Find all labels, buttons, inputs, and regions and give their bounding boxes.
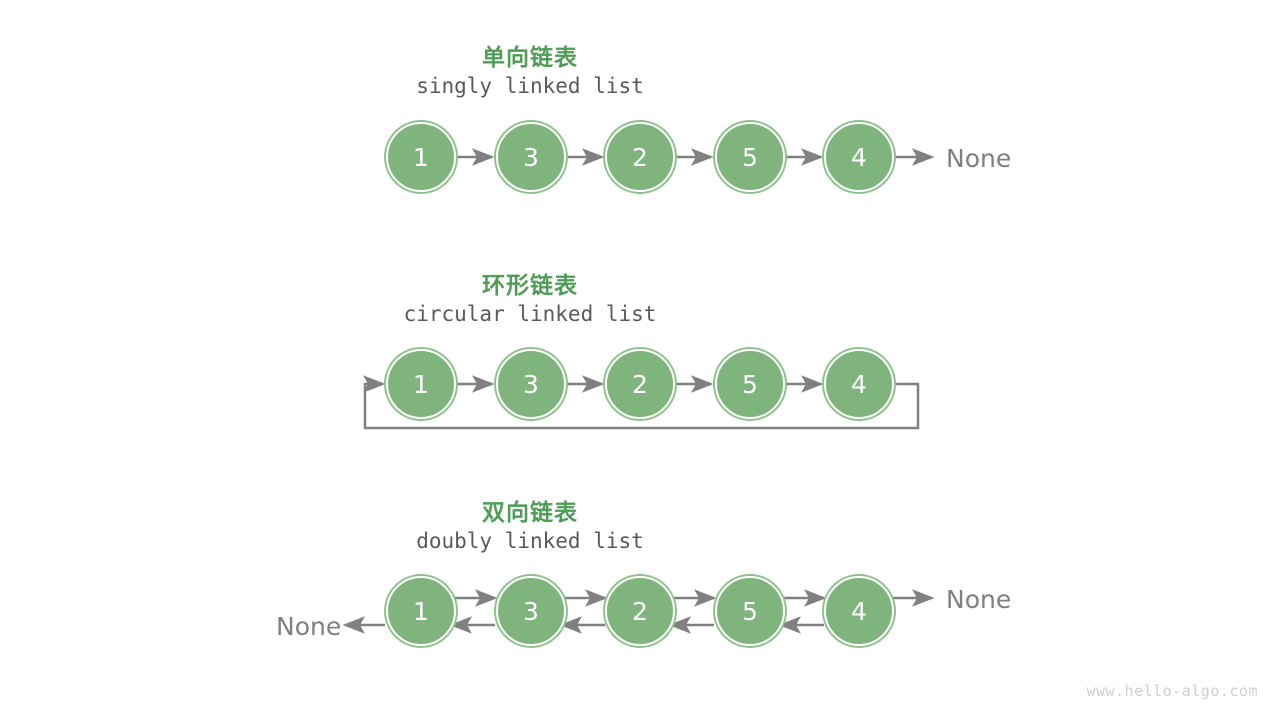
none-label-doubly-right: None (946, 585, 1012, 614)
node-circular-2: 2 (605, 349, 675, 419)
edges-circular (363, 375, 920, 430)
node-doubly-4: 4 (824, 576, 894, 646)
section-title-en-doubly: doubly linked list (416, 529, 644, 553)
node-circular-0: 1 (386, 349, 456, 419)
section-title-cn-circular: 环形链表 (482, 273, 578, 299)
none-label-singly-right: None (946, 144, 1012, 173)
watermark: www.hello-algo.com (1086, 682, 1258, 700)
node-singly-2: 2 (605, 122, 675, 192)
node-circular-4: 4 (824, 349, 894, 419)
edges-singly (458, 148, 935, 166)
edges-doubly (342, 589, 935, 634)
section-title-en-singly: singly linked list (416, 74, 644, 98)
node-doubly-0: 1 (386, 576, 456, 646)
section-singly-linked-list: 单向链表 singly linked list 1 3 2 5 4 None (0, 0, 1280, 230)
none-label-doubly-left: None (276, 612, 342, 641)
node-doubly-1: 3 (496, 576, 566, 646)
node-doubly-2: 2 (605, 576, 675, 646)
section-circular-linked-list: 环形链表 circular linked list 1 3 2 5 4 (0, 228, 1280, 458)
node-singly-1: 3 (496, 122, 566, 192)
node-singly-0: 1 (386, 122, 456, 192)
node-circular-3: 5 (715, 349, 785, 419)
node-singly-3: 5 (715, 122, 785, 192)
section-title-cn-singly: 单向链表 (482, 45, 578, 71)
edge-loop-back-4-to-1 (363, 375, 920, 430)
section-title-en-circular: circular linked list (403, 302, 657, 326)
node-singly-4: 4 (824, 122, 894, 192)
section-title-cn-doubly: 双向链表 (482, 500, 578, 526)
section-doubly-linked-list: 双向链表 doubly linked list 1 3 2 5 4 (0, 455, 1280, 685)
node-doubly-3: 5 (715, 576, 785, 646)
node-circular-1: 3 (496, 349, 566, 419)
